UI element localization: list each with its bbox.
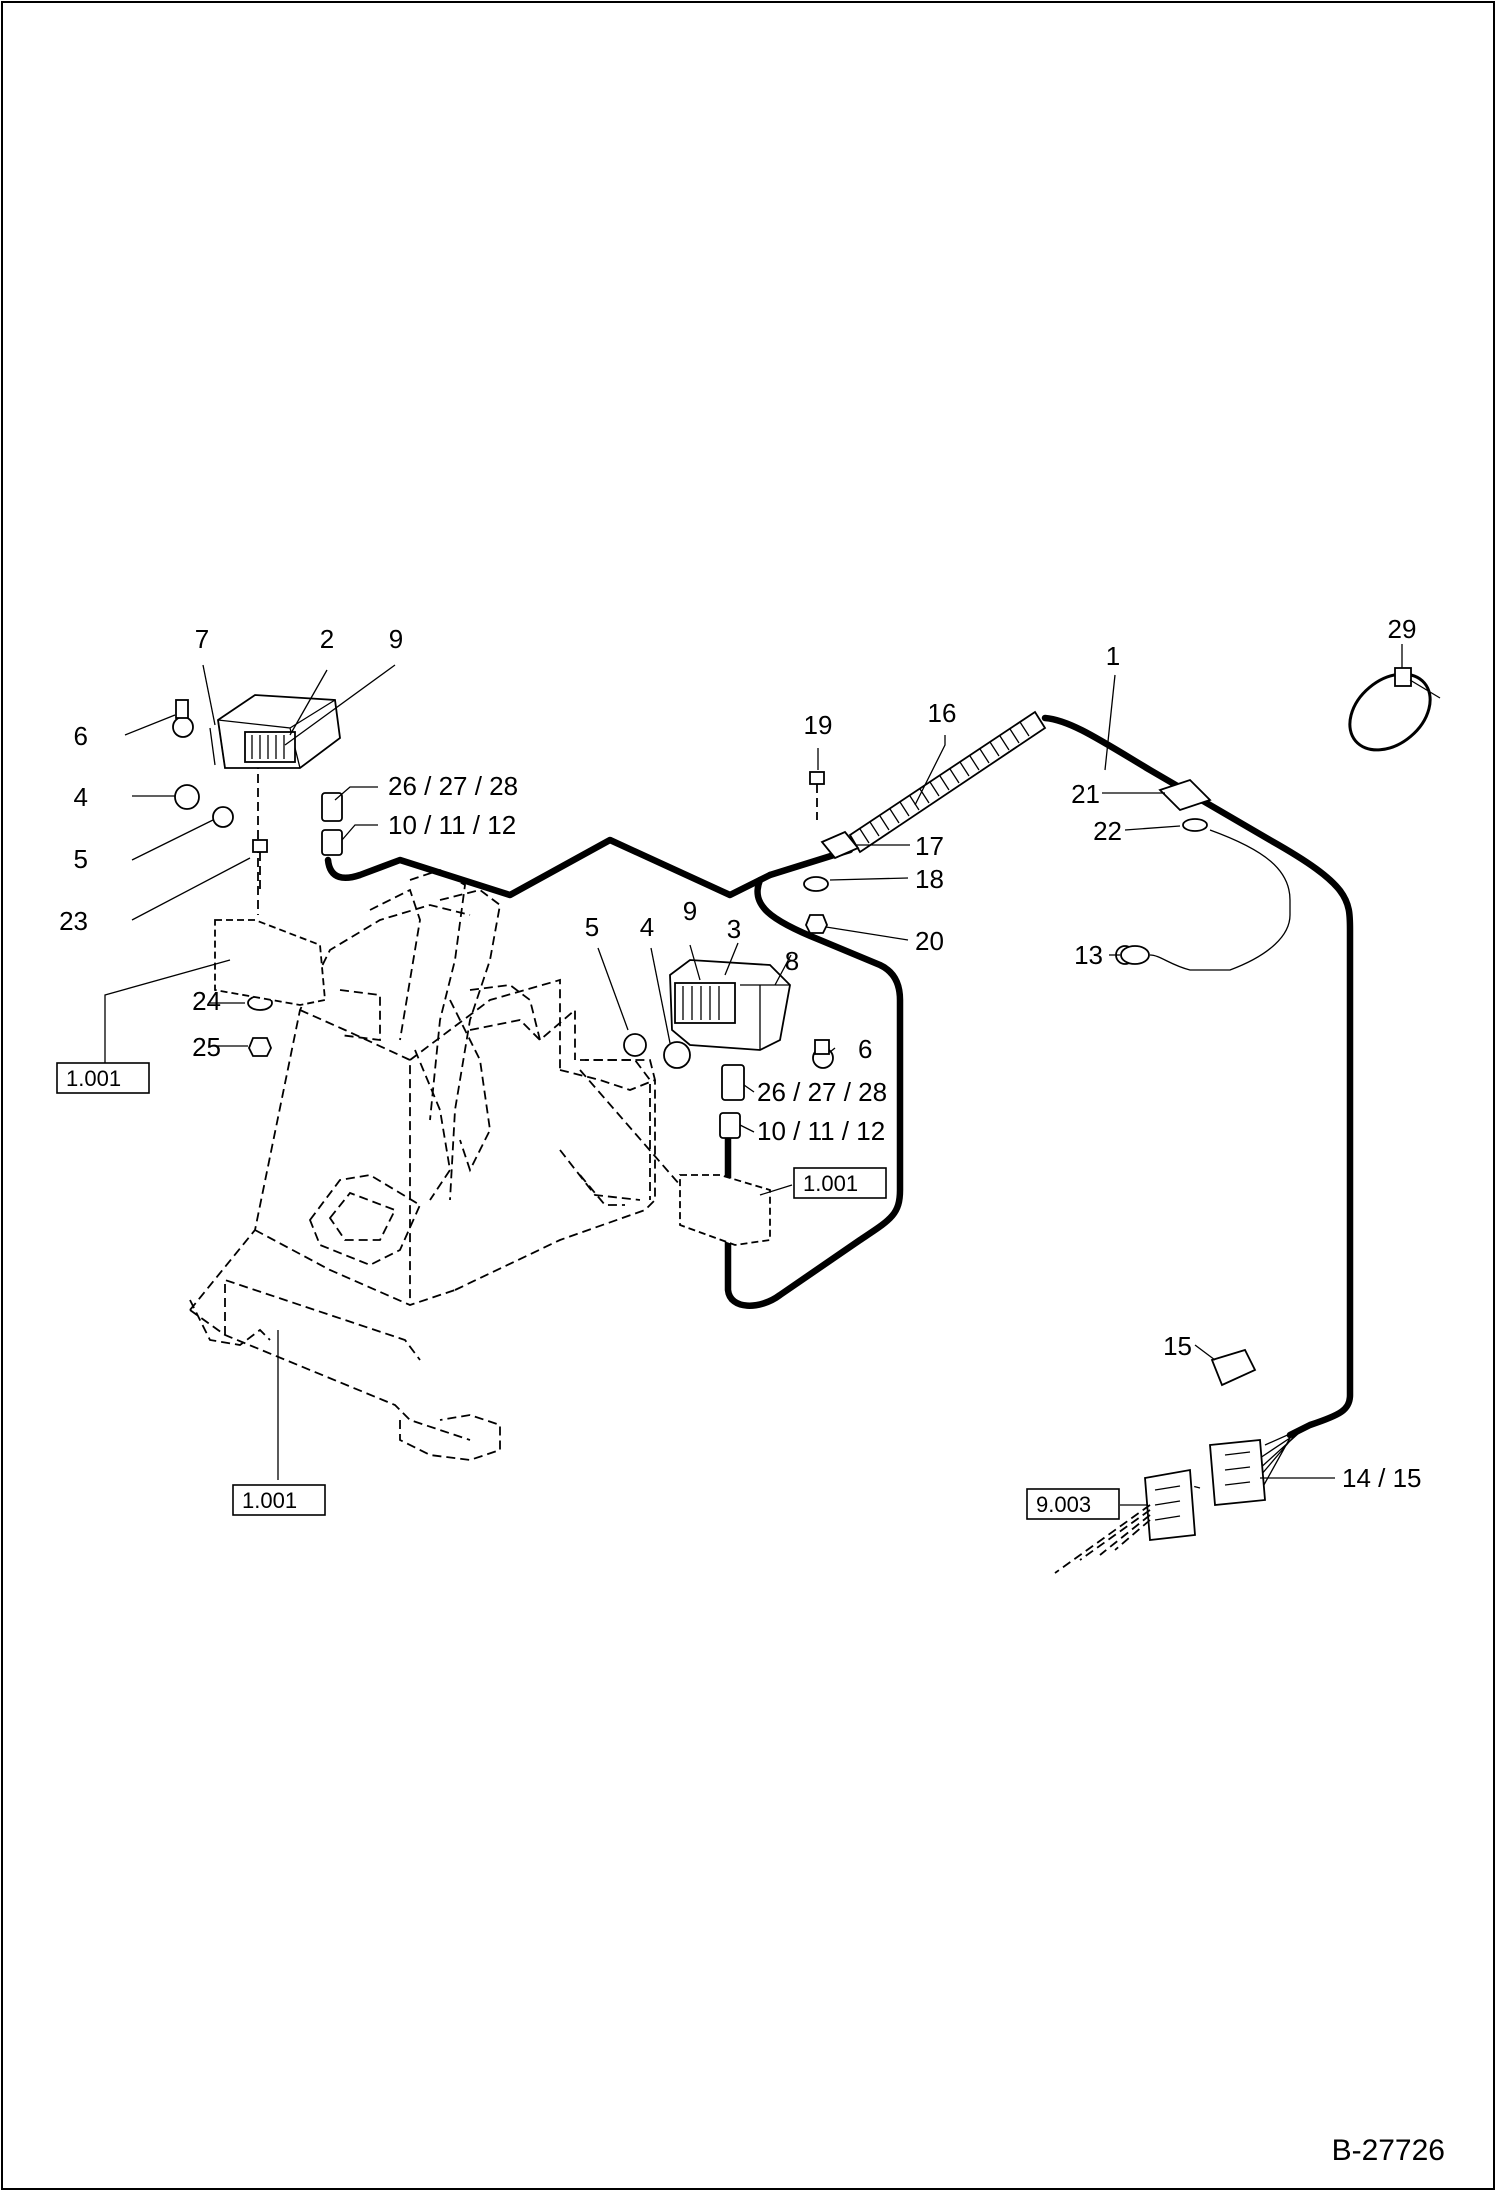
- callout-16: 16: [928, 698, 957, 728]
- callout-14-15: 14 / 15: [1342, 1463, 1422, 1493]
- ring-terminal: [1120, 945, 1150, 965]
- ref-box-connector: 9.003: [1036, 1492, 1091, 1517]
- callout-5-right: 5: [585, 912, 599, 942]
- callout-2: 2: [320, 624, 334, 654]
- callout-labels: 7 2 9 6 4 5 23 24 25 26 / 27 / 28 10 / 1…: [59, 614, 1421, 1493]
- callout-9-right: 9: [683, 896, 697, 926]
- callout-23: 23: [59, 906, 88, 936]
- callout-18: 18: [915, 864, 944, 894]
- work-light-left: [209, 694, 341, 769]
- leader-lines: [104, 644, 1403, 1506]
- callout-17: 17: [915, 831, 944, 861]
- brackets: [214, 919, 771, 1246]
- callout-15: 15: [1163, 1331, 1192, 1361]
- callout-21: 21: [1071, 779, 1100, 809]
- cable-tie: [1348, 667, 1441, 752]
- callout-29: 29: [1388, 614, 1417, 644]
- bulb-sockets: [172, 699, 834, 1069]
- assembly-lines: [257, 760, 681, 1186]
- callout-19: 19: [804, 710, 833, 740]
- cable-clamps: [820, 778, 1212, 860]
- ref-box-middle: 1.001: [803, 1171, 858, 1196]
- ref-box-left: 1.001: [66, 1066, 121, 1091]
- callout-3: 3: [727, 914, 741, 944]
- callout-20: 20: [915, 926, 944, 956]
- callout-26-27-28-left: 26 / 27 / 28: [388, 771, 518, 801]
- callout-9-left: 9: [389, 624, 403, 654]
- callout-24: 24: [192, 986, 221, 1016]
- callout-13: 13: [1074, 940, 1103, 970]
- callout-4-left: 4: [74, 782, 88, 812]
- callout-7: 7: [195, 624, 209, 654]
- plug-connectors: [321, 792, 745, 1139]
- callout-10-11-12-left: 10 / 11 / 12: [388, 810, 516, 840]
- callout-1: 1: [1106, 641, 1120, 671]
- work-light-right: [669, 959, 791, 1051]
- callout-26-27-28-right: 26 / 27 / 28: [757, 1077, 887, 1107]
- callout-22: 22: [1093, 816, 1122, 846]
- ref-box-bottom: 1.001: [242, 1488, 297, 1513]
- callout-8: 8: [785, 946, 799, 976]
- cable-harness: [324, 710, 1354, 1493]
- reference-boxes: 1.001 1.001 1.001 9.003: [56, 1062, 1120, 1520]
- callout-25: 25: [192, 1032, 221, 1062]
- callout-6-left: 6: [74, 721, 88, 751]
- corrugated-sleeve: [848, 710, 1047, 854]
- callout-10-11-12-right: 10 / 11 / 12: [757, 1116, 885, 1146]
- multi-pin-connectors: [1054, 1348, 1266, 1574]
- callout-5-left: 5: [74, 844, 88, 874]
- drawing-number: B-27726: [1332, 2134, 1445, 2167]
- chassis-frame: [189, 869, 657, 1461]
- callout-4-right: 4: [640, 912, 654, 942]
- callout-6-right: 6: [858, 1034, 872, 1064]
